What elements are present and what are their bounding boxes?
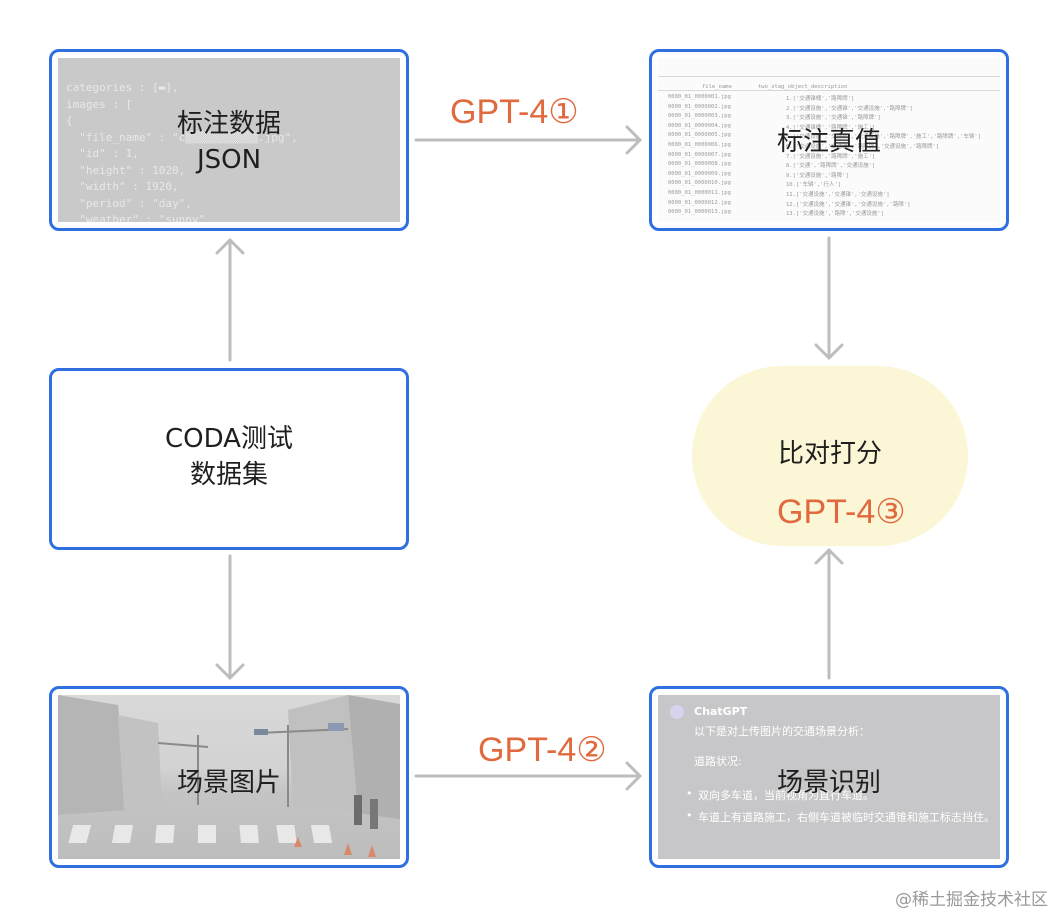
chat-road-label: 道路状况:	[694, 755, 742, 768]
json-code-line: "height" : 1020,	[66, 163, 186, 177]
gpt4-label-1: GPT-4①	[450, 93, 579, 131]
json-code-line: "period" : "day",	[66, 196, 192, 210]
sheet-cell-file: 0000_01_0000005.jpg	[668, 132, 731, 139]
json-code-line: categories : [▬],	[66, 81, 179, 94]
coda-dataset-box: CODA测试 数据集	[49, 368, 409, 550]
scene-image-box: 场景图片	[49, 686, 409, 868]
sheet-cell-file: 0000_01_0000012.jpg	[668, 199, 731, 206]
coda-box-subtitle: 数据集	[189, 460, 268, 491]
spreadsheet-thumbnail: file_name two_stag_object_description 00…	[658, 58, 1000, 222]
json-code-line: images : [	[66, 97, 133, 111]
sheet-cell-desc: 7.['交通设施','路障牌','施工']	[786, 153, 876, 160]
truth-box-title: 标注真值	[776, 127, 881, 157]
sheet-col-header: file_name	[702, 84, 732, 90]
sheet-cell-file: 0000_01_0000001.jpg	[668, 94, 731, 100]
sheet-cell-desc: 9.['交通设施','路障']	[786, 172, 849, 179]
scene-box-title: 场景图片	[176, 768, 281, 798]
json-code-line: "weather" : "sunny"	[66, 213, 206, 222]
sheet-cell-desc: 1.['交通锥桶','路障牌']	[786, 96, 855, 102]
sheet-cell-desc: 11.['交通设施','交通锥','交通设施']	[786, 192, 890, 198]
json-code-line: "width" : 1920,	[66, 180, 179, 193]
watermark: @稀土掘金技术社区	[895, 890, 1048, 910]
sheet-cell-file: 0000_01_0000004.jpg	[668, 122, 731, 129]
sheet-cell-file: 0000_01_0000006.jpg	[668, 142, 731, 148]
json-box-title: 标注数据	[176, 109, 281, 139]
chat-bullet-dot: •	[686, 787, 693, 800]
chat-bullet-2: 车道上有道路施工，右侧车道被临时交通锥和施工标志挡住。	[698, 811, 995, 824]
annotation-json-box: categories : [▬], images : [ { "file_name"…	[49, 49, 409, 231]
sheet-cell-desc: 3.['交通设施','交通锥','路障牌']	[786, 115, 881, 122]
chatgpt-response-thumbnail: ChatGPT 以下是对上传图片的交通场景分析： 道路状况: • 双向多车道，当…	[658, 695, 1000, 859]
sheet-cell-desc: 13.['交通设施','路障','交通设施']	[786, 211, 885, 218]
scene-recognition-box: ChatGPT 以下是对上传图片的交通场景分析： 道路状况: • 双向多车道，当…	[649, 686, 1009, 868]
scoring-oval: 比对打分	[692, 366, 968, 546]
json-code-lines: categories : [▬], images : [ { "file_name"…	[66, 80, 298, 222]
sheet-cell-file: 0000_01_0000010.jpg	[668, 180, 731, 187]
sheet-cell-desc: 10.['车辆','行人']	[786, 182, 842, 189]
recognition-box-title: 场景识别	[776, 768, 881, 798]
sheet-cell-file: 0000_01_0000009.jpg	[668, 170, 731, 177]
chat-sender: ChatGPT	[694, 705, 748, 718]
json-code-line: "id" : 1,	[66, 147, 139, 160]
chat-bullet-1: 双向多车道，当前视角为直行车道。	[698, 789, 874, 802]
json-code-line: {	[66, 114, 73, 127]
sheet-cell-file: 0000_01_0000002.jpg	[668, 103, 731, 110]
chatgpt-avatar-icon	[670, 705, 684, 719]
annotation-truth-box: file_name two_stag_object_description 00…	[649, 49, 1009, 231]
sheet-cell-desc: 2.['交通设施','交通锥','交通设施','路障牌']	[786, 105, 913, 112]
chat-intro: 以下是对上传图片的交通场景分析：	[694, 725, 870, 738]
coda-box-title: CODA测试	[165, 424, 293, 454]
chat-bullet-dot: •	[686, 809, 693, 822]
sheet-cell-file: 0000_01_0000003.jpg	[668, 113, 731, 120]
sheet-col-header: two_stag_object_description	[758, 84, 848, 90]
gpt4-label-3: GPT-4③	[777, 493, 906, 531]
scoring-title: 比对打分	[777, 439, 882, 469]
gpt4-label-2: GPT-4②	[478, 731, 607, 769]
sheet-cell-file: 0000_01_0000008.jpg	[668, 161, 731, 168]
sheet-cell-file: 0000_01_0000013.jpg	[668, 209, 731, 216]
sheet-cell-desc: 12.['交通设施','交通锥','交通设施','路障']	[786, 201, 911, 208]
street-scene-thumbnail	[58, 695, 400, 859]
sheet-cell-desc: 6.['交通设施','交通锥','路障牌','交通设施','路障牌']	[786, 144, 940, 150]
sheet-cell-desc: 4.['交通锥桶','路障牌','施工']	[786, 124, 876, 131]
json-box-subtitle: JSON	[196, 145, 262, 176]
sheet-cell-desc: 8.['交通','路障牌','交通设施']	[786, 163, 876, 170]
sheet-cell-desc: 5.['交通设施','交通锥','交通设施','路障牌','施工','路障牌',…	[786, 134, 981, 141]
json-code-line: "file_name" : "c▒▒▒▒▒▒▒▒▒▒▒.jpg",	[66, 130, 298, 144]
json-code-thumbnail: categories : [▬], images : [ { "file_name"…	[58, 58, 400, 222]
sheet-cell-file: 0000_01_0000011.jpg	[668, 190, 731, 196]
sheet-cell-file: 0000_01_0000007.jpg	[668, 151, 731, 158]
